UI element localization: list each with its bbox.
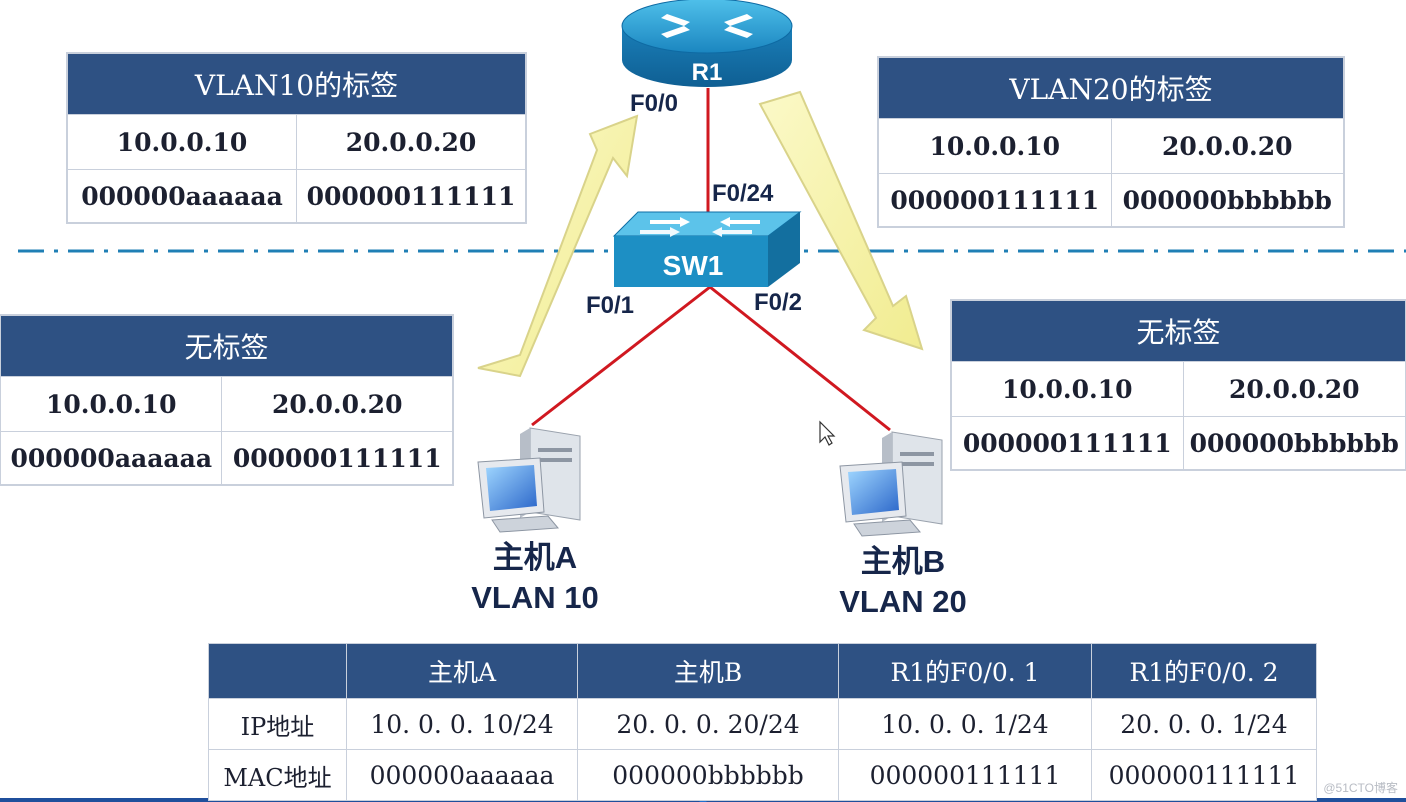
address-table-header: 主机A 主机B R1的F0/0. 1 R1的F0/0. 2: [208, 643, 1317, 699]
row-label-ip: IP地址: [208, 698, 347, 750]
vlan20-tag-title: VLAN20的标签: [878, 57, 1344, 119]
address-header-host-a: 主机A: [346, 643, 578, 699]
untagged-right-mac-b: 000000bbbbbb: [1182, 416, 1406, 470]
table-row: MAC地址 000000aaaaaa 000000bbbbbb 00000011…: [208, 749, 1317, 801]
untagged-left-ip-b: 20.0.0.20: [221, 376, 453, 432]
host-a-label: 主机A VLAN 10: [440, 538, 630, 618]
table-cell: 000000aaaaaa: [346, 749, 578, 801]
table-cell: 000000111111: [1091, 749, 1317, 801]
untagged-right-ip-a: 10.0.0.10: [951, 361, 1184, 417]
link-sw1-hostb: [709, 285, 891, 432]
router-name: R1: [692, 59, 723, 86]
vlan10-tag-title: VLAN10的标签: [67, 53, 526, 115]
vlan20-mac-a: 000000111111: [878, 173, 1112, 227]
table-cell: 000000111111: [838, 749, 1092, 801]
switch-uplink-label: F0/24: [712, 180, 774, 207]
host-b-label: 主机B VLAN 20: [808, 542, 998, 622]
host-b-name: 主机B: [860, 544, 946, 579]
downward-flow-arrow: [758, 90, 924, 351]
host-a-vlan: VLAN 10: [471, 580, 599, 615]
untagged-right-table: 无标签 10.0.0.10 20.0.0.20 000000111111 000…: [951, 300, 1406, 470]
computer-icon-host-a: [477, 427, 581, 533]
table-cell: 20. 0. 0. 1/24: [1091, 698, 1317, 750]
untagged-right-title: 无标签: [951, 300, 1406, 362]
router-icon: [621, 0, 793, 87]
address-header-r1-sub2: R1的F0/0. 2: [1091, 643, 1317, 699]
untagged-right-mac-a: 000000111111: [951, 416, 1184, 470]
switch-port-a-label: F0/1: [586, 292, 635, 319]
address-header-r1-sub1: R1的F0/0. 1: [838, 643, 1092, 699]
untagged-right-ip-b: 20.0.0.20: [1182, 361, 1406, 417]
vlan20-ip-b: 20.0.0.20: [1110, 118, 1344, 174]
vlan10-ip-b: 20.0.0.20: [296, 114, 526, 170]
untagged-left-mac-a: 000000aaaaaa: [0, 431, 223, 485]
switch-port-b-label: F0/2: [754, 289, 803, 316]
untagged-left-title: 无标签: [0, 315, 453, 377]
table-cell: 20. 0. 0. 20/24: [577, 698, 839, 750]
computer-icon-host-b: [839, 431, 943, 537]
vlan10-mac-a: 000000aaaaaa: [67, 169, 297, 223]
mouse-cursor-icon: [819, 420, 836, 446]
row-label-mac: MAC地址: [208, 749, 347, 801]
upward-flow-arrow: [477, 114, 639, 378]
address-header-host-b: 主机B: [577, 643, 839, 699]
untagged-left-mac-b: 000000111111: [221, 431, 453, 485]
host-b-vlan: VLAN 20: [839, 584, 967, 619]
router-port-label: F0/0: [630, 90, 679, 117]
vlan20-tag-table: VLAN20的标签 10.0.0.10 20.0.0.20 0000001111…: [878, 57, 1344, 227]
vlan10-tag-table: VLAN10的标签 10.0.0.10 20.0.0.20 000000aaaa…: [67, 53, 526, 223]
address-table: 主机A 主机B R1的F0/0. 1 R1的F0/0. 2 IP地址 10. 0…: [208, 643, 1317, 801]
table-cell: 10. 0. 0. 1/24: [838, 698, 1092, 750]
untagged-left-table: 无标签 10.0.0.10 20.0.0.20 000000aaaaaa 000…: [0, 315, 453, 485]
vlan20-ip-a: 10.0.0.10: [878, 118, 1112, 174]
table-cell: 000000bbbbbb: [577, 749, 839, 801]
table-cell: 10. 0. 0. 10/24: [346, 698, 578, 750]
watermark: @51CTO博客: [1323, 781, 1398, 795]
vlan10-mac-b: 000000111111: [296, 169, 526, 223]
address-header-blank: [208, 643, 347, 699]
switch-icon: [612, 211, 802, 287]
untagged-left-ip-a: 10.0.0.10: [0, 376, 223, 432]
vlan10-ip-a: 10.0.0.10: [67, 114, 297, 170]
switch-name: SW1: [663, 250, 724, 281]
table-row: IP地址 10. 0. 0. 10/24 20. 0. 0. 20/24 10.…: [208, 698, 1317, 750]
link-sw1-hosta: [531, 285, 711, 427]
host-a-name: 主机A: [492, 540, 578, 575]
vlan20-mac-b: 000000bbbbbb: [1110, 173, 1344, 227]
